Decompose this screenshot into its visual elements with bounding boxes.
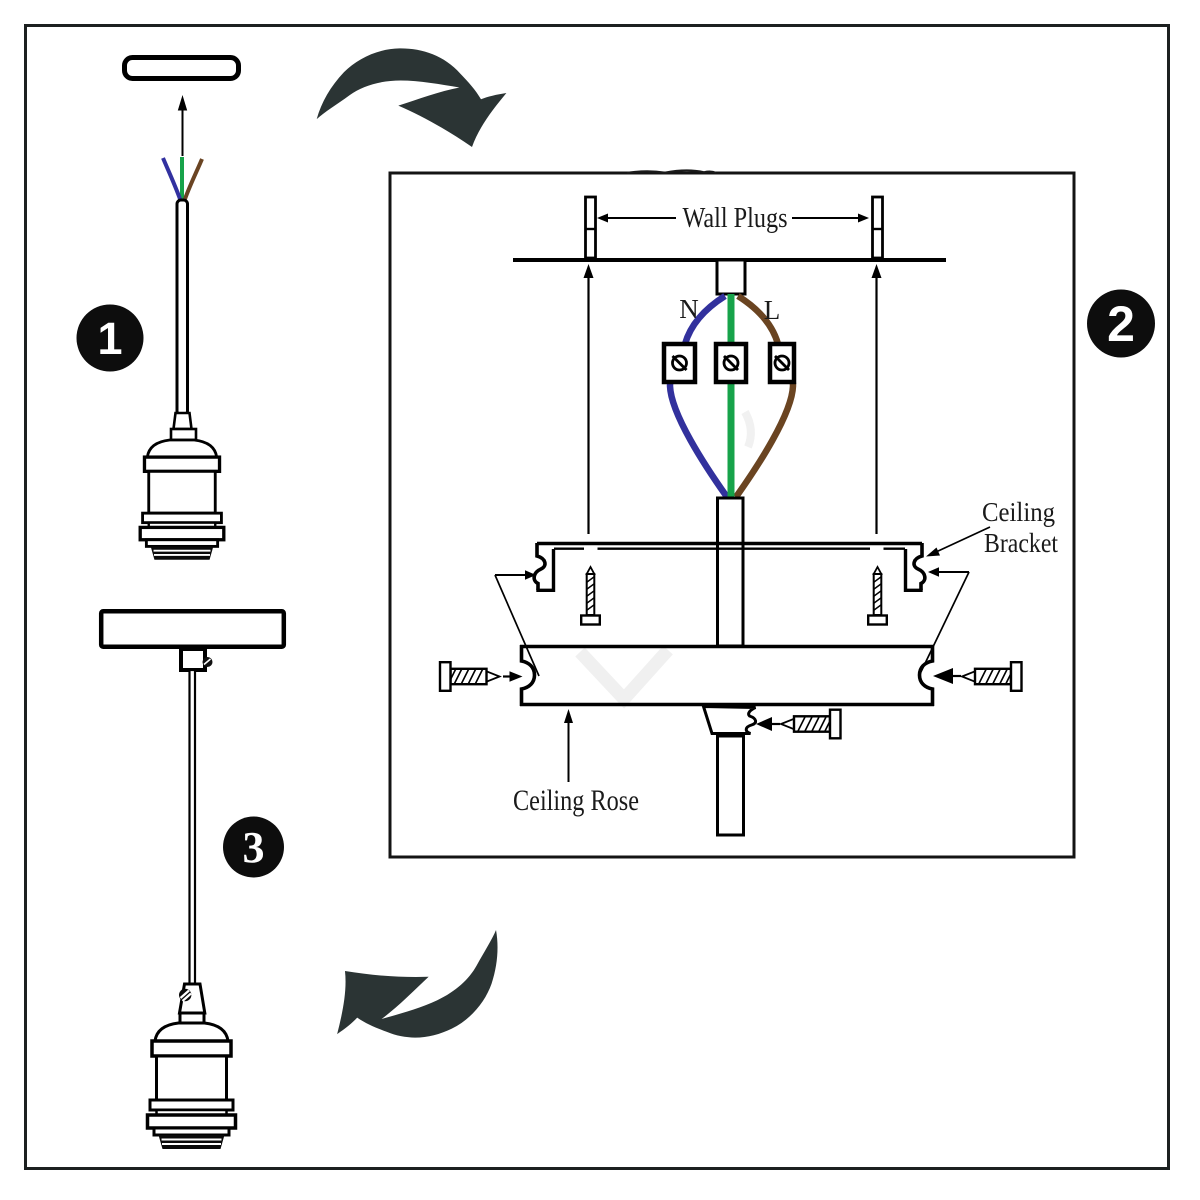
svg-text:Bracket: Bracket	[984, 528, 1058, 558]
svg-text:Ceiling: Ceiling	[982, 497, 1055, 527]
svg-text:Wall Plugs: Wall Plugs	[683, 202, 788, 234]
svg-text:L: L	[764, 295, 781, 325]
svg-text:Ceiling Rose: Ceiling Rose	[513, 785, 639, 817]
svg-text:N: N	[679, 294, 699, 324]
svg-text:1: 1	[97, 313, 122, 364]
svg-text:3: 3	[243, 823, 265, 872]
svg-text:2: 2	[1107, 296, 1135, 352]
